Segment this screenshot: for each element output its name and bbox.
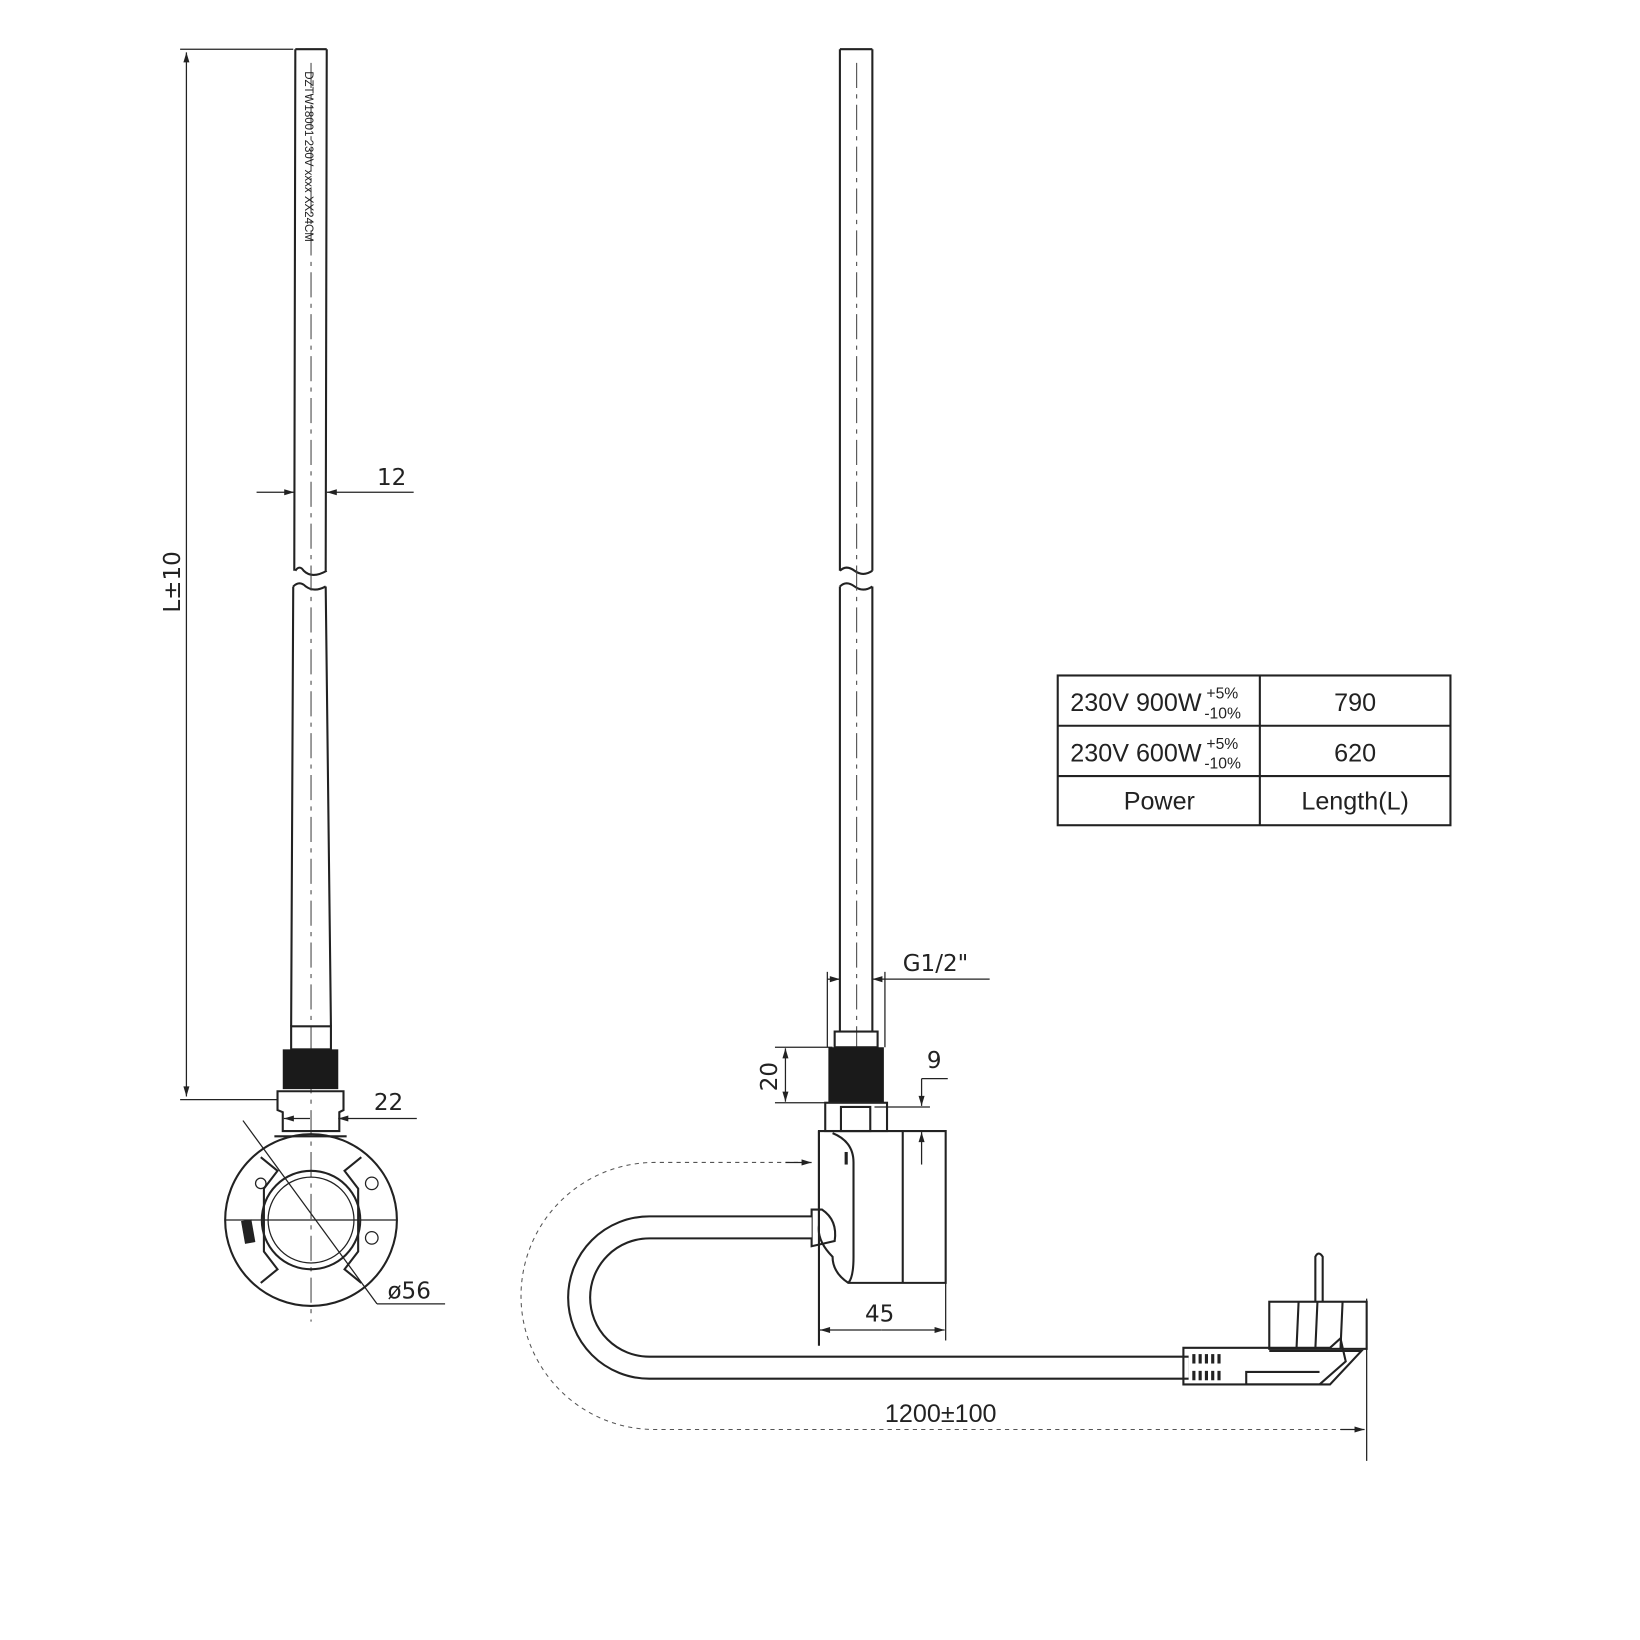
table-row: 230V 600W +5% -10% 620 (1070, 736, 1376, 773)
spec-table: 230V 900W +5% -10% 790 230V 600W +5% -10… (1056, 674, 1452, 827)
svg-text:+5%: +5% (1206, 686, 1238, 703)
rod-marking: DZTW18001 230V xxxx XX24CM (302, 71, 314, 242)
svg-text:1200±100: 1200±100 (885, 1400, 997, 1428)
svg-text:-10%: -10% (1204, 756, 1241, 773)
dim-thread: G1/2" (826, 951, 990, 1048)
svg-text:20: 20 (757, 1062, 783, 1091)
svg-text:Length(L): Length(L) (1301, 788, 1409, 816)
svg-text:45: 45 (865, 1302, 894, 1328)
svg-text:ø56: ø56 (387, 1279, 430, 1305)
svg-text:230V 900W: 230V 900W (1070, 689, 1202, 717)
dim-body-width: 45 (820, 1282, 947, 1341)
svg-text:+5%: +5% (1206, 736, 1238, 753)
dim-length: L±10 (160, 48, 294, 1101)
svg-text:230V 600W: 230V 600W (1070, 739, 1202, 767)
dim-thread-length: 20 (757, 1046, 833, 1104)
svg-text:-10%: -10% (1204, 705, 1241, 722)
table-row: 230V 900W +5% -10% 790 (1070, 686, 1376, 723)
thread (282, 1049, 339, 1090)
heating-rod: DZTW18001 230V xxxx XX24CM (290, 48, 332, 1322)
svg-text:22: 22 (374, 1090, 403, 1116)
dim-collar: 22 (283, 1090, 417, 1122)
dim-rod-diameter: 12 (256, 465, 414, 496)
dim-head-diameter: ø56 (242, 1120, 446, 1305)
thread (828, 1047, 884, 1103)
control-body (810, 1129, 947, 1346)
svg-text:9: 9 (927, 1048, 942, 1074)
svg-text:790: 790 (1334, 689, 1376, 717)
power-cord (567, 1215, 1189, 1380)
control-head (224, 1133, 398, 1307)
svg-text:L±10: L±10 (160, 551, 186, 612)
svg-text:620: 620 (1334, 739, 1376, 767)
dim-gap: 9 (874, 1048, 948, 1165)
svg-text:12: 12 (377, 465, 406, 491)
front-view: DZTW18001 230V xxxx XX24CM (224, 48, 398, 1322)
side-view (567, 48, 1368, 1386)
dim-cable-length: 1200±100 (520, 1159, 1368, 1461)
plug (1182, 1252, 1368, 1386)
svg-text:G1/2": G1/2" (903, 951, 968, 977)
svg-text:Power: Power (1124, 788, 1195, 816)
